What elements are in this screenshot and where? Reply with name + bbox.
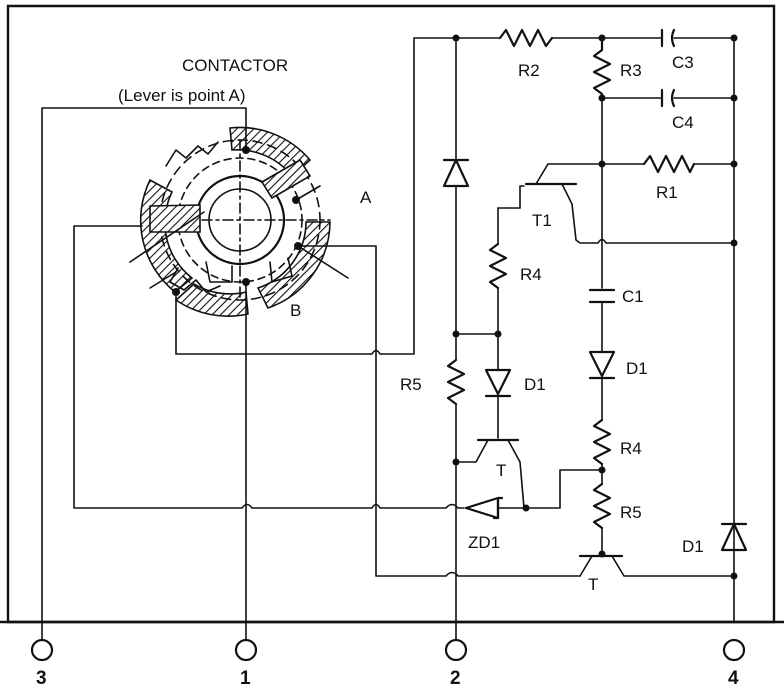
terminal-1-label: 1: [240, 668, 251, 689]
contactor-assembly: [129, 126, 349, 317]
terminal-2: 2: [444, 638, 468, 689]
middle-network: [455, 163, 735, 520]
contactor-wiring: [41, 37, 581, 641]
c4-label: C4: [672, 113, 694, 132]
point-b-label: B: [290, 301, 301, 320]
terminal-3-label: 3: [36, 668, 47, 689]
top-network: [452, 28, 738, 623]
c1-label: C1: [622, 287, 644, 306]
terminal-1: 1: [234, 638, 258, 689]
terminal-4-label: 4: [728, 668, 739, 689]
d1-right-label: D1: [626, 359, 648, 378]
d1-far-label: D1: [682, 537, 704, 556]
terminal-2-label: 2: [450, 668, 461, 689]
terminal-4: 4: [722, 638, 746, 689]
r4-right-label: R4: [620, 439, 642, 458]
c3-label: C3: [672, 53, 694, 72]
r2-label: R2: [518, 61, 540, 80]
point-a-label: A: [360, 188, 372, 207]
t-mid-label: T: [496, 461, 506, 480]
lever-note: (Lever is point A): [118, 86, 246, 105]
r1-label: R1: [656, 183, 678, 202]
d1-mid-label: D1: [524, 375, 546, 394]
terminal-2-column: [442, 37, 470, 641]
r5-right-label: R5: [620, 503, 642, 522]
zd1-label: ZD1: [468, 533, 500, 552]
right-network: [578, 97, 748, 580]
r5-left-label: R5: [400, 375, 422, 394]
t-bottom-label: T: [588, 575, 598, 594]
r3-label: R3: [620, 61, 642, 80]
r4-left-label: R4: [520, 265, 542, 284]
contactor-title: CONTACTOR: [182, 56, 288, 75]
terminal-3: 3: [30, 638, 54, 689]
t1-label: T1: [532, 211, 552, 230]
